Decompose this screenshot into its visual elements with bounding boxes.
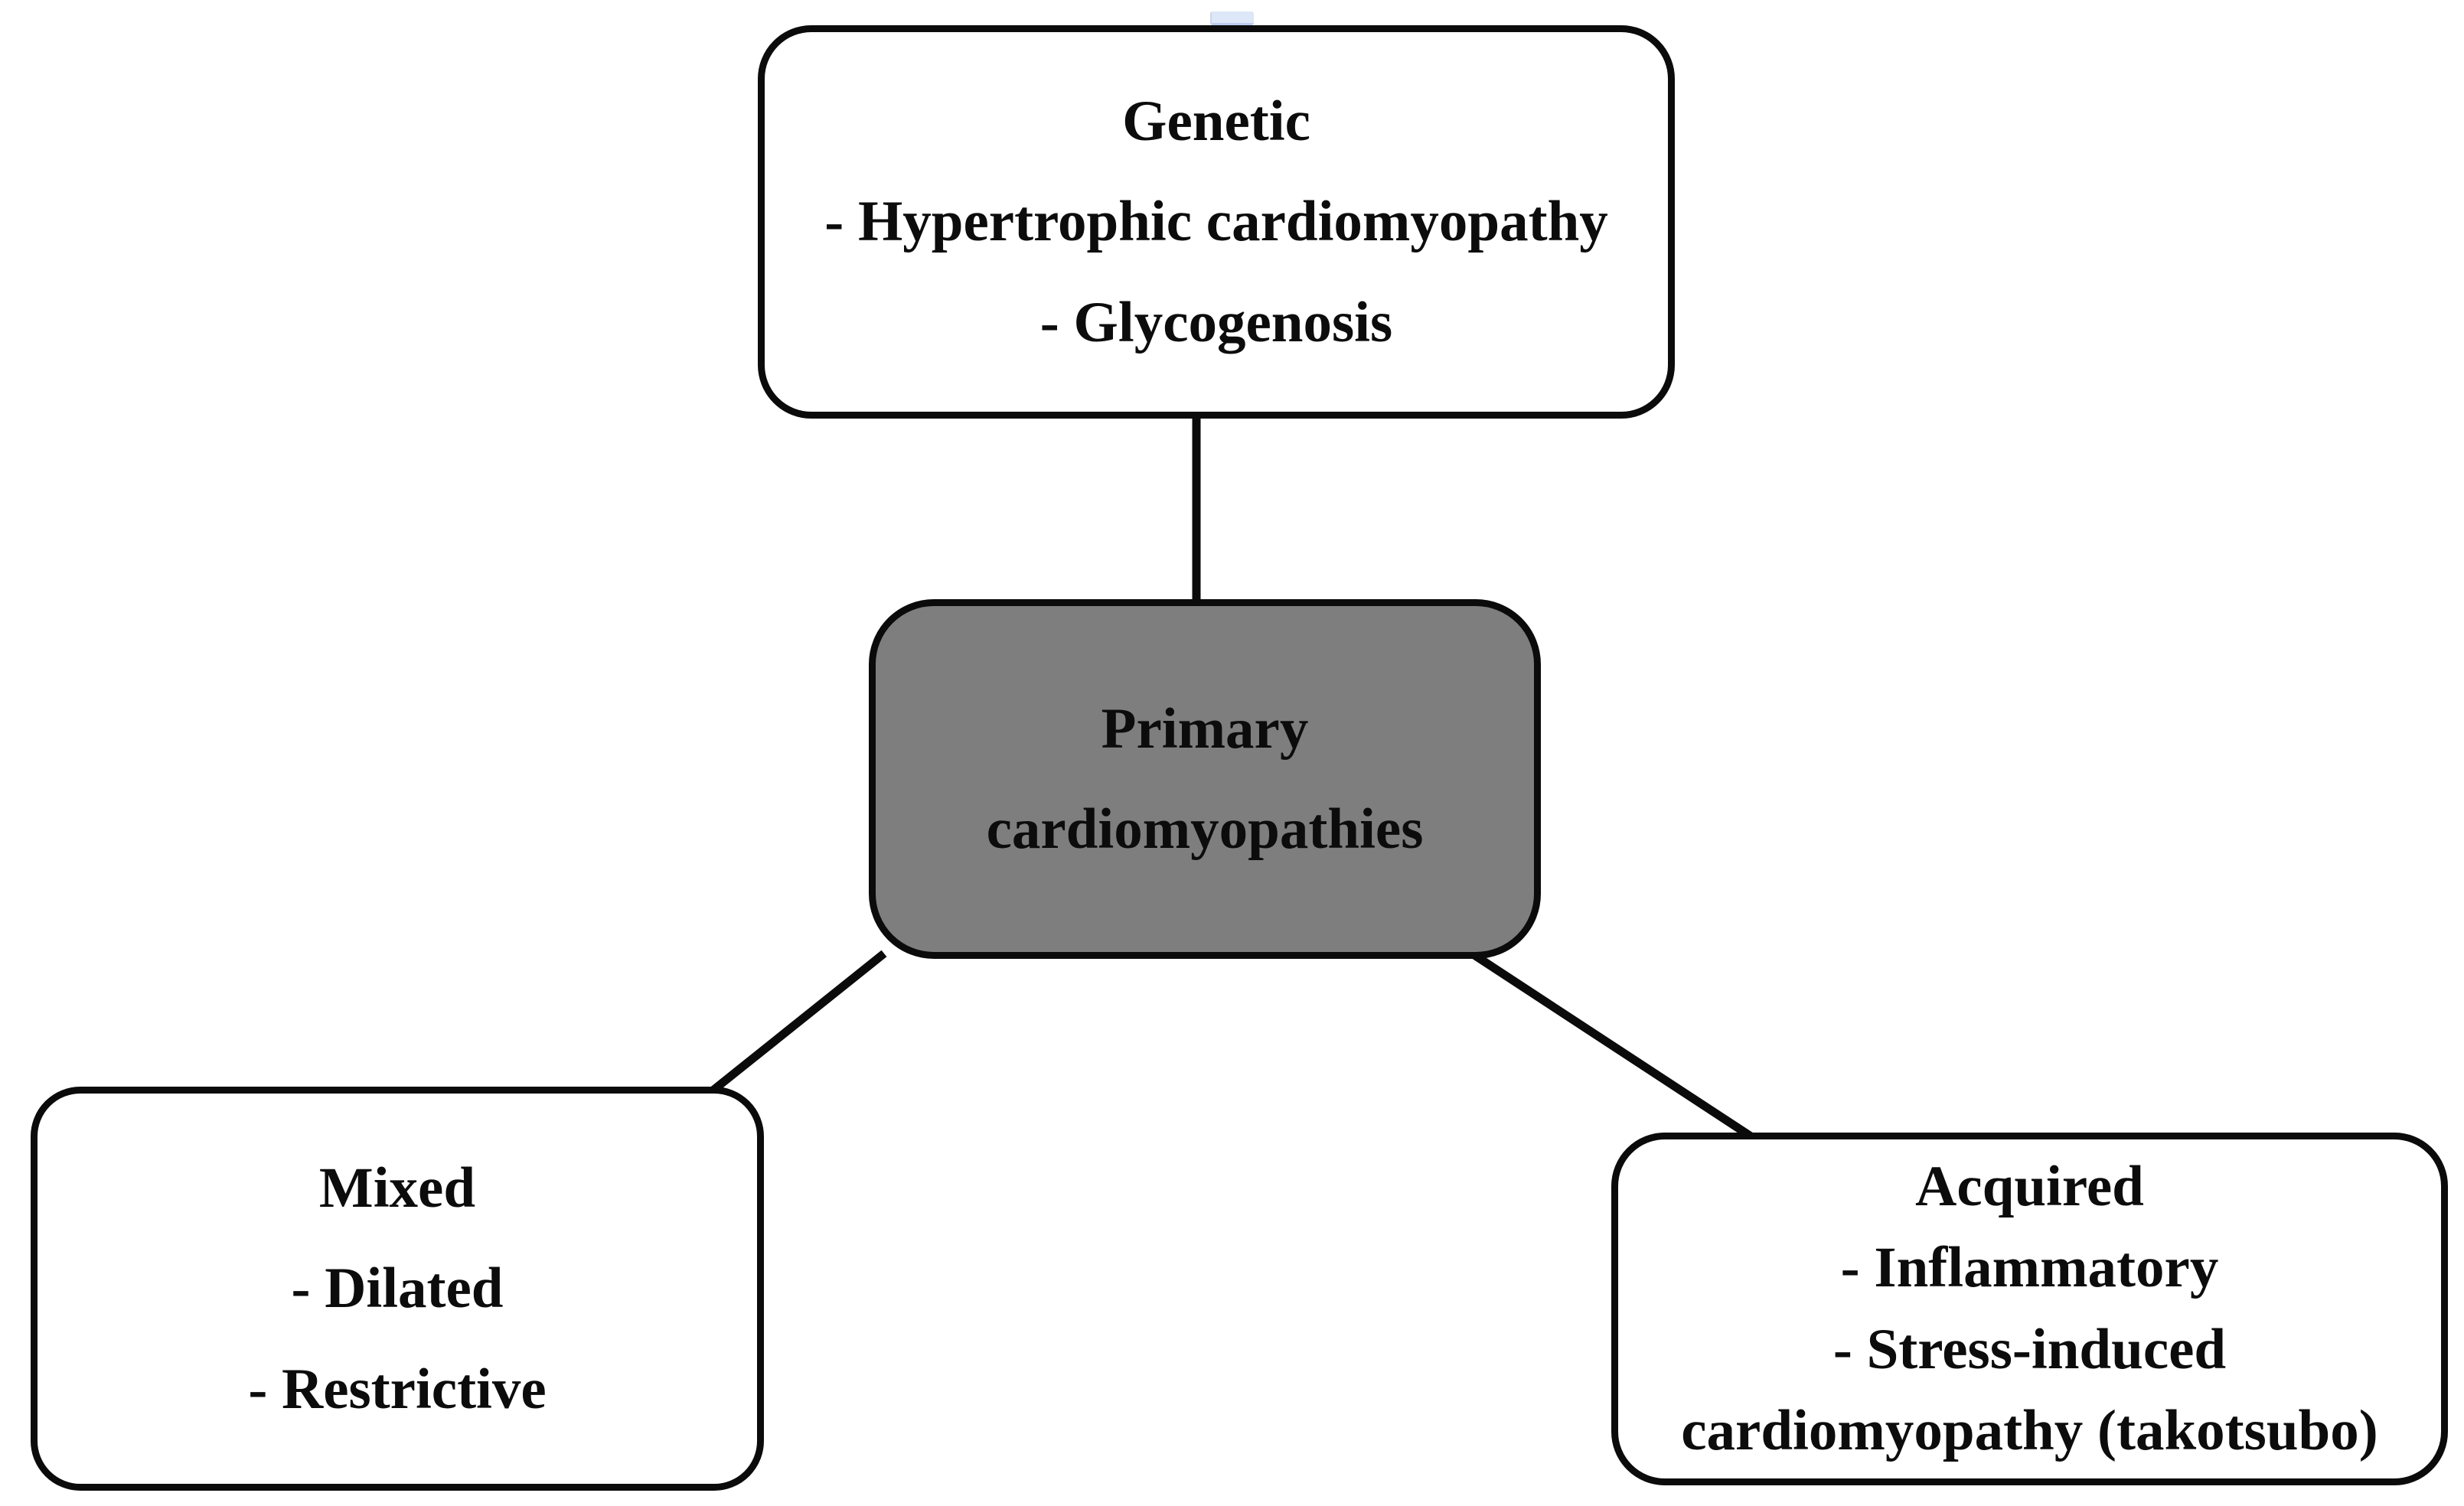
primary-box-label: Primary cardiomyopathies: [986, 696, 1424, 861]
acquired-box-item: - Stress-induced cardiomyopathy (takotsu…: [1681, 1317, 2378, 1463]
genetic-box-item: - Glycogenosis: [1039, 290, 1393, 354]
genetic-box-item: - Hypertrophic cardiomyopathy: [824, 190, 1608, 254]
acquired-box-title: Acquired: [1915, 1154, 2144, 1218]
edge-primary-acquired: [1471, 951, 1760, 1144]
genetic-box-title: Genetic: [1122, 90, 1310, 154]
mixed-box-title: Mixed: [318, 1156, 476, 1221]
selection-artifact: [1210, 11, 1254, 25]
mixed-box-item: - Dilated: [291, 1257, 504, 1321]
primary-cardiomyopathies-box: Primary cardiomyopathies: [869, 599, 1541, 959]
genetic-box: Genetic - Hypertrophic cardiomyopathy - …: [758, 25, 1675, 419]
mixed-box: Mixed - Dilated - Restrictive: [31, 1087, 764, 1491]
edge-primary-mixed: [705, 950, 887, 1098]
acquired-box: Acquired - Inflammatory - Stress-induced…: [1611, 1133, 2448, 1485]
mixed-box-item: - Restrictive: [248, 1357, 547, 1421]
acquired-box-item: - Inflammatory: [1840, 1236, 2219, 1299]
